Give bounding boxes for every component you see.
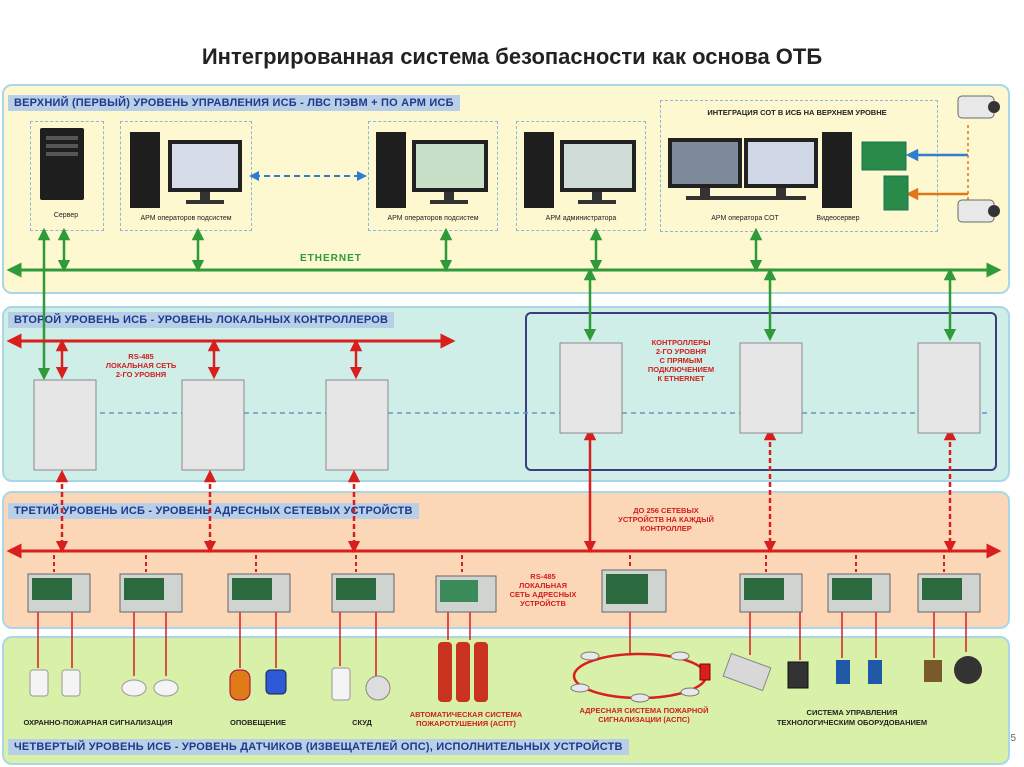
ethernet-drops: [37, 227, 957, 381]
rs485-level3-label: RS-485 ЛОКАЛЬНАЯ СЕТЬ АДРЕСНЫХ УСТРОЙСТВ: [509, 572, 577, 608]
videoserver-label: Видеосервер: [816, 215, 860, 222]
cameras: [957, 95, 1000, 223]
arm-admin-label: АРМ администратора: [545, 215, 617, 222]
arm-admin-box: [516, 121, 646, 231]
controllers-ethernet-note: КОНТРОЛЛЕРЫ 2-ГО УРОВНЯ С ПРЯМЫМ ПОДКЛЮЧ…: [647, 338, 715, 383]
aspt-label: АВТОМАТИЧЕСКАЯ СИСТЕМА ПОЖАРОТУШЕНИЯ (АС…: [409, 710, 523, 728]
notification-label: ОПОВЕЩЕНИЕ: [230, 718, 286, 727]
ethernet-controllers-frame: [525, 312, 997, 471]
arm-sot-label: АРМ оператора СОТ: [711, 215, 779, 222]
integration-box: [660, 100, 938, 232]
controllers-level2: [33, 342, 981, 471]
up-to-256-note: ДО 256 СЕТЕВЫХ УСТРОЙСТВ НА КАЖДЫЙ КОНТР…: [618, 506, 714, 533]
workstation-admin: [524, 132, 636, 208]
rs485-level2-label: RS-485 ЛОКАЛЬНАЯ СЕТЬ 2-ГО УРОВНЯ: [105, 352, 177, 379]
workstation-1: [130, 132, 242, 208]
page-number: 5: [1010, 733, 1016, 744]
ops-label: ОХРАННО-ПОЖАРНАЯ СИГНАЛИЗАЦИЯ: [23, 718, 173, 727]
workstation-sot: [668, 132, 852, 208]
video-card: [861, 141, 909, 211]
level-2-panel: [2, 306, 1010, 482]
asps-label: АДРЕСНАЯ СИСТЕМА ПОЖАРНОЙ СИГНАЛИЗАЦИИ (…: [579, 706, 709, 724]
ethernet-label: ETHERNET: [300, 253, 362, 264]
server-label: Сервер: [53, 212, 79, 219]
level-1-title: ВЕРХНИЙ (ПЕРВЫЙ) УРОВЕНЬ УПРАВЛЕНИЯ ИСБ …: [8, 95, 460, 111]
level-2-title: ВТОРОЙ УРОВЕНЬ ИСБ - УРОВЕНЬ ЛОКАЛЬНЫХ К…: [8, 312, 395, 328]
arm-subsystems-label-1: АРМ операторов подсистем: [140, 215, 232, 222]
workstation-2: [376, 132, 488, 208]
server-tower: [40, 128, 84, 200]
network-devices-level3: [27, 569, 981, 613]
skud-label: СКУД: [352, 718, 372, 727]
integration-title: ИНТЕГРАЦИЯ СОТ В ИСБ НА ВЕРХНЕМ УРОВНЕ: [707, 108, 887, 117]
arm-subsystems-box-2: [368, 121, 498, 231]
arm-subsystems-label-2: АРМ операторов подсистем: [387, 215, 479, 222]
tech-label: СИСТЕМА УПРАВЛЕНИЯ ТЕХНОЛОГИЧЕСКИМ ОБОРУ…: [776, 708, 928, 727]
page-title: Интегрированная система безопасности как…: [201, 44, 823, 69]
level-4-title: ЧЕТВЕРТЫЙ УРОВЕНЬ ИСБ - УРОВЕНЬ ДАТЧИКОВ…: [8, 739, 629, 755]
sensors-level4: [29, 642, 982, 702]
